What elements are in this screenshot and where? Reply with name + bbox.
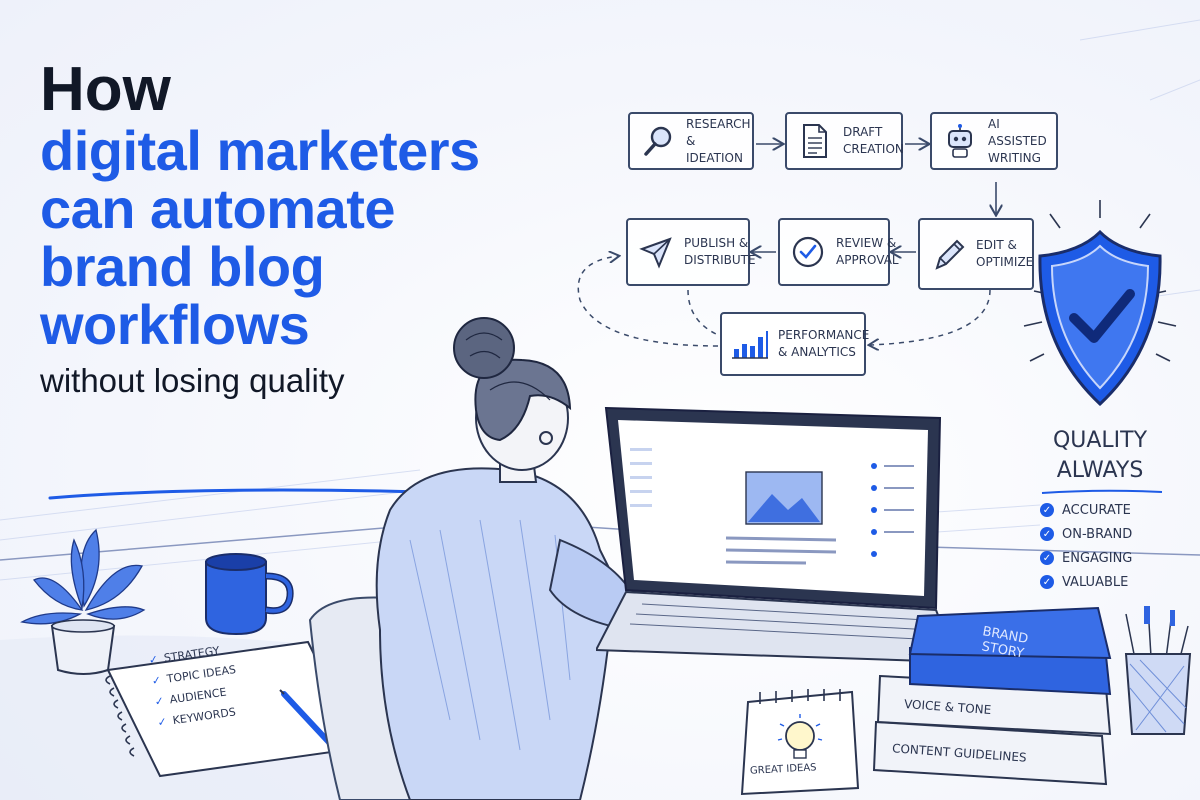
headline-line-1: How [40, 55, 171, 124]
quality-item-label: Valuable [1062, 574, 1129, 590]
document-icon [797, 123, 833, 159]
checkmark-circle-icon [790, 234, 826, 270]
headline-subline: without losing quality [40, 362, 345, 399]
headline-line-3: can automate [40, 177, 396, 240]
workflow-step-edit: Edit & Optimize [918, 218, 1034, 290]
quality-item-label: Engaging [1062, 550, 1133, 566]
notebook-checklist: ✓Strategy ✓Topic Ideas ✓Audience ✓Keywor… [148, 642, 244, 737]
step-label-line2: Creation [843, 142, 904, 156]
step-label-line1: AI Assisted [988, 116, 1047, 148]
step-label-line2: Approval [836, 253, 899, 267]
bar-chart-icon [732, 326, 768, 362]
image-placeholder-icon [745, 471, 823, 525]
magnifier-icon [640, 123, 676, 159]
step-label-line2: Distribute [684, 253, 756, 267]
headline-line-5: workflows [40, 293, 310, 356]
quality-item-label: On-Brand [1062, 526, 1133, 542]
step-label-line1: Review & [836, 236, 897, 250]
quality-title-line2: Always [1056, 458, 1144, 483]
headline-line-2: digital marketers [40, 119, 480, 182]
headline: How digital marketers can automate brand… [40, 58, 600, 400]
step-label-line1: Research [686, 116, 751, 131]
quality-item: ✓ Valuable [1040, 570, 1132, 594]
pen-cup-icon [1124, 605, 1192, 735]
notepad-icon [740, 689, 860, 796]
workflow-step-draft: DraftCreation [785, 112, 904, 170]
quality-checklist: ✓ Accurate ✓ On-Brand ✓ Engaging ✓ Valuable [1040, 498, 1132, 594]
quality-title-line1: Quality [1052, 428, 1148, 453]
workflow-step-ai-writing: AI AssistedWriting [930, 112, 1058, 170]
workflow-step-research: Research & Ideation [628, 112, 754, 170]
shield-check-icon [1023, 200, 1177, 407]
headline-line-4: brand blog [40, 235, 325, 298]
quality-item: ✓ On-Brand [1040, 522, 1132, 546]
step-label-line2: Writing [988, 150, 1041, 165]
laptop-icon [596, 406, 956, 664]
paper-plane-icon [638, 234, 674, 270]
quality-item-label: Accurate [1062, 502, 1131, 518]
step-label-line1: Publish & [684, 236, 749, 250]
check-icon: ✓ [1040, 527, 1054, 541]
check-icon: ✓ [1040, 551, 1054, 565]
step-label-line1: Performance [778, 328, 870, 342]
books-stack-icon [872, 606, 1112, 786]
step-label-line1: Edit & [976, 238, 1017, 252]
person-at-laptop [308, 317, 692, 800]
pencil-icon [930, 236, 966, 272]
workflow-step-analytics: Performance & Analytics [720, 312, 870, 376]
workflow-step-review: Review & Approval [778, 218, 899, 286]
step-label-line2: & Analytics [778, 345, 856, 359]
step-label-line1: Draft [843, 125, 883, 139]
check-icon: ✓ [1040, 503, 1054, 517]
plant-icon [20, 528, 146, 675]
headline-underline [48, 488, 426, 500]
check-icon: ✓ [1040, 575, 1054, 589]
coffee-mug-icon [205, 553, 294, 636]
workflow-step-publish: Publish & Distribute [626, 218, 756, 286]
robot-icon [942, 123, 978, 159]
quality-item: ✓ Accurate [1040, 498, 1132, 522]
quality-title: Quality Always [1040, 426, 1160, 486]
quality-underline [1041, 489, 1163, 494]
step-label-line2: & Ideation [686, 133, 743, 165]
quality-item: ✓ Engaging [1040, 546, 1132, 570]
lightbulb-icon [777, 714, 823, 759]
step-label-line2: Optimize [976, 255, 1034, 269]
